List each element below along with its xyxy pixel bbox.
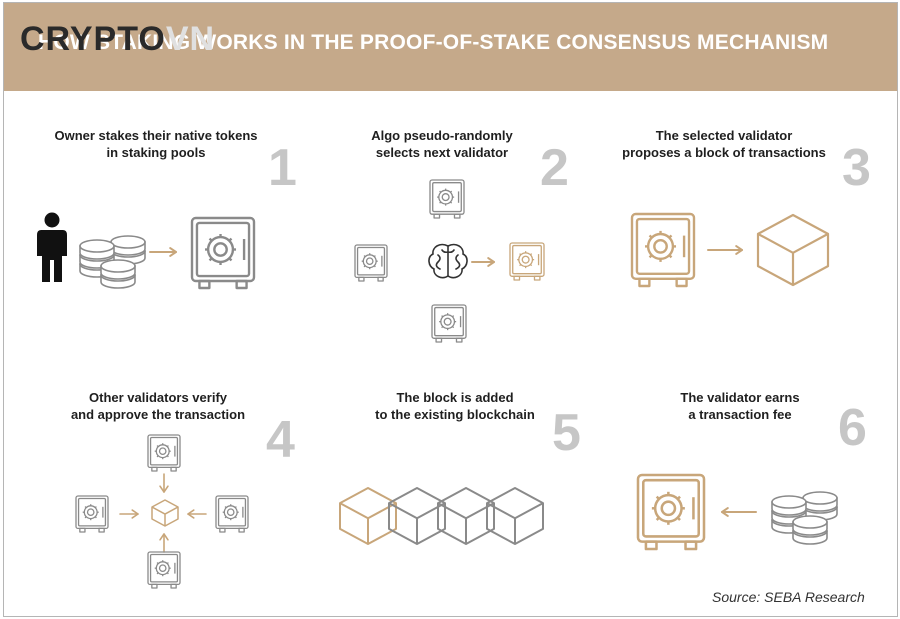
arrow-icon — [159, 473, 169, 493]
coin-stack-icon — [771, 491, 838, 545]
watermark-logo: CRYPTOVN — [20, 20, 216, 58]
arrow-icon — [119, 509, 139, 519]
infographic-title: HOW STAKING WORKS IN THE PROOF-OF-STAKE … — [38, 31, 829, 54]
source-credit: Source: SEBA Research — [712, 589, 865, 605]
coin-stack-icon — [79, 235, 146, 289]
brain-icon — [428, 243, 468, 279]
safe-icon — [509, 242, 545, 281]
step-1-number: 1 — [268, 139, 297, 197]
infographic-frame — [3, 2, 898, 617]
arrow-icon — [707, 245, 743, 255]
cube-icon — [756, 213, 830, 287]
arrow-icon — [721, 507, 757, 517]
safe-icon — [147, 434, 181, 472]
safe-icon — [215, 495, 249, 533]
arrow-icon — [471, 257, 495, 267]
header-banner — [4, 3, 897, 91]
safe-icon — [630, 212, 696, 288]
step-4-number: 4 — [266, 411, 295, 469]
cube-icon — [339, 487, 397, 545]
safe-icon — [75, 495, 109, 533]
safe-icon — [431, 304, 467, 343]
step-5-number: 5 — [552, 404, 581, 462]
arrow-icon — [149, 247, 177, 257]
cube-icon — [151, 499, 179, 527]
safe-icon — [354, 244, 388, 282]
cube-icon — [486, 487, 544, 545]
step-3-number: 3 — [842, 139, 871, 197]
arrow-icon — [159, 533, 169, 553]
cube-icon — [388, 487, 446, 545]
safe-icon — [636, 473, 706, 551]
person-icon — [37, 212, 67, 282]
safe-icon — [429, 179, 465, 219]
safe-icon — [190, 216, 256, 290]
safe-icon — [147, 551, 181, 589]
step-2-number: 2 — [540, 139, 569, 197]
cube-icon — [437, 487, 495, 545]
arrow-icon — [187, 509, 207, 519]
step-6-number: 6 — [838, 399, 867, 457]
